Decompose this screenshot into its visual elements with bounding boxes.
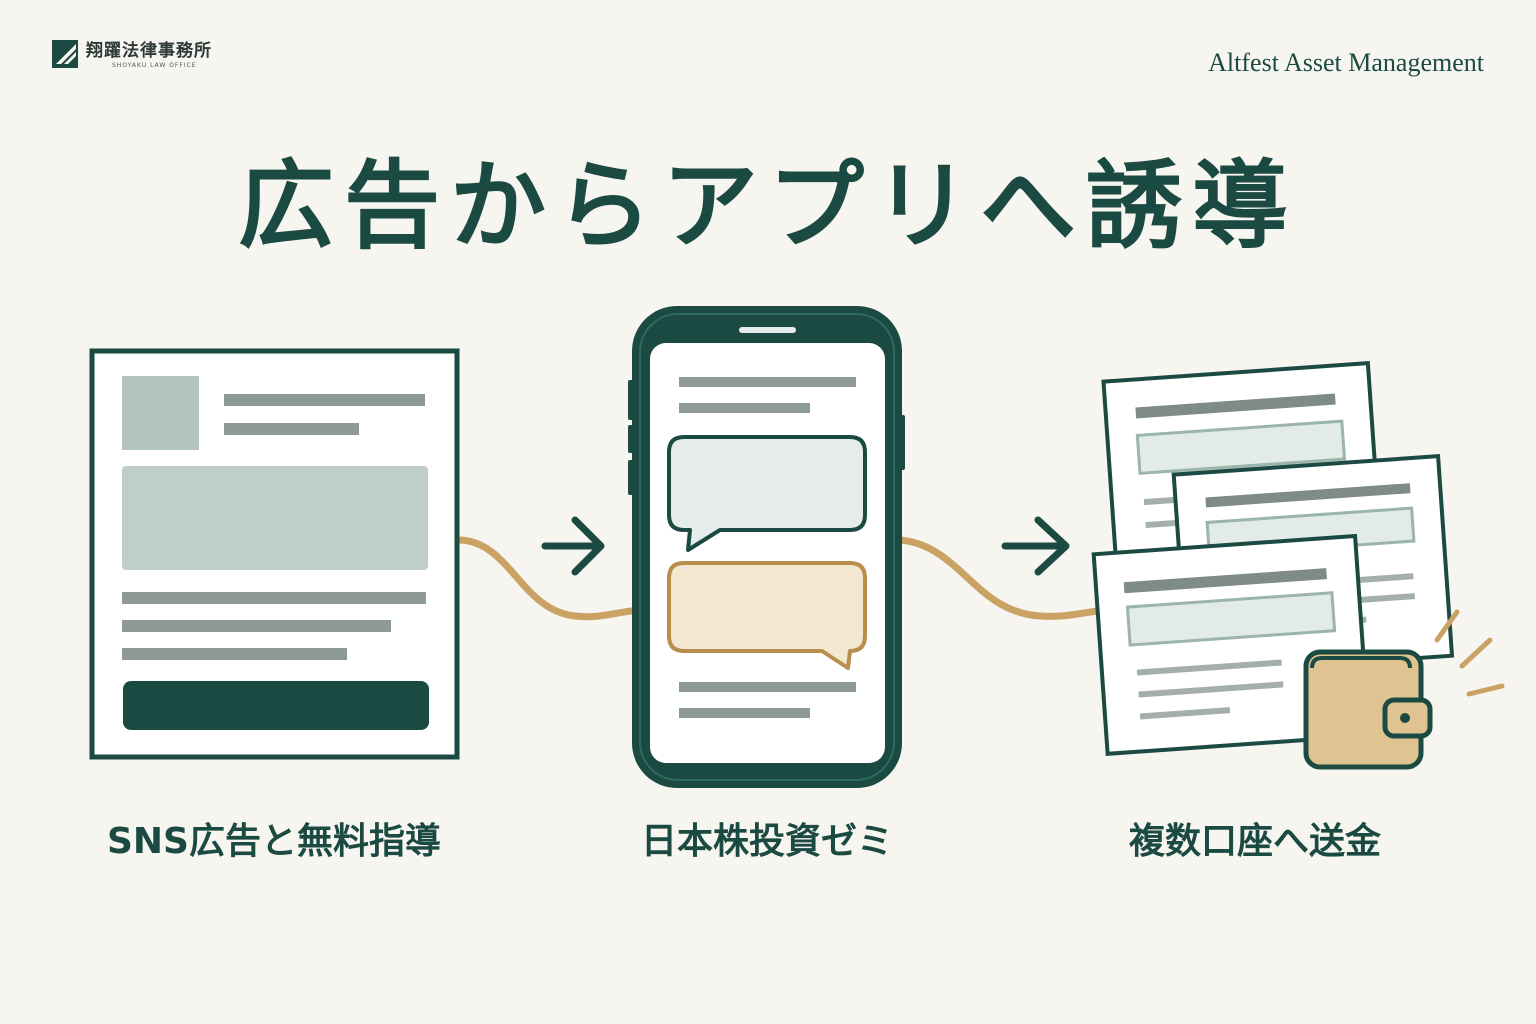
sparkle-lines-icon (1434, 609, 1505, 697)
arrow-right-icon (1001, 516, 1070, 576)
law-office-logo: 翔躍法律事務所 SHOYAKU LAW OFFICE (52, 40, 212, 69)
smartphone-chat-icon (628, 306, 905, 788)
logo-subtitle: SHOYAKU LAW OFFICE (112, 62, 197, 69)
ad-page-icon (89, 348, 460, 760)
logo-name: 翔躍法律事務所 (86, 41, 212, 61)
logo-mark-icon (52, 40, 78, 68)
wallet-icon (1303, 649, 1433, 770)
connector-line-2 (896, 536, 1109, 620)
arrow-right-icon (541, 516, 605, 576)
step-label-transfer: 複数口座へ送金 (1128, 821, 1381, 862)
page-title: 広告からアプリへ誘導 (238, 149, 1298, 262)
step-label-ad: SNS広告と無料指導 (107, 821, 441, 862)
step-label-seminar: 日本株投資ゼミ (640, 821, 893, 862)
brand-name: Altfest Asset Management (1208, 48, 1484, 77)
account-forms-wallet-icon (1091, 361, 1505, 770)
connector-line-1 (454, 536, 644, 621)
